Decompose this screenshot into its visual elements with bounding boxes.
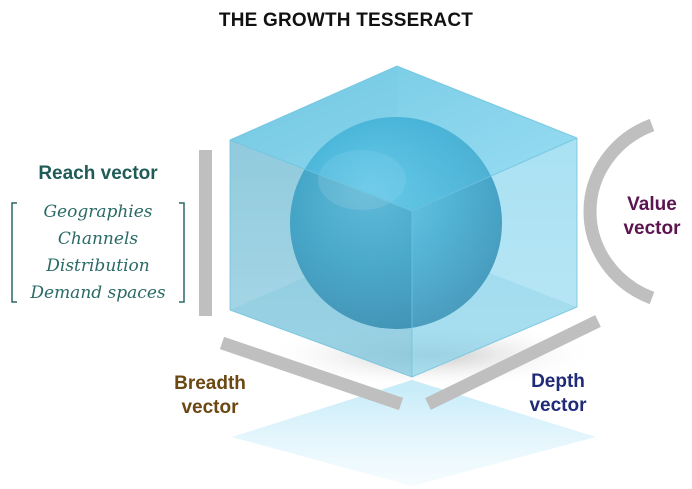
reach-item-distribution: Distribution	[46, 256, 150, 276]
breadth-vector-bar	[219, 336, 404, 411]
value-vector-label-line1: Value	[627, 194, 677, 215]
reach-vector-label-text: Reach vector	[38, 163, 158, 184]
depth-vector-label: Depth vector	[508, 370, 608, 418]
reach-item-channels: Channels	[57, 229, 139, 249]
cube-front-left-face	[230, 140, 412, 377]
cube-front-right-face	[412, 138, 577, 377]
reach-vector-bar	[199, 150, 212, 316]
cube-edges	[229, 65, 578, 378]
floor-reflection	[232, 380, 596, 486]
depth-vector-bar	[425, 315, 601, 410]
breadth-vector-label: Breadth vector	[150, 372, 270, 420]
depth-vector-label-line2: vector	[529, 395, 587, 416]
value-vector-arc	[583, 118, 655, 305]
reach-vector-label: Reach vector	[18, 162, 178, 186]
value-vector-label-line2: vector	[623, 218, 681, 239]
depth-vector-label-line1: Depth	[531, 371, 585, 392]
cube-top-face	[230, 66, 577, 211]
reach-item-demand-spaces: Demand spaces	[30, 283, 166, 303]
reach-items-list: Geographies Channels Distribution Demand…	[14, 199, 182, 307]
reach-list-left-bracket	[11, 202, 17, 303]
value-vector-label: Value vector	[612, 193, 692, 241]
reach-list-right-bracket	[179, 202, 185, 303]
breadth-vector-label-line2: vector	[181, 397, 239, 418]
diagram-title: THE GROWTH TESSERACT	[218, 10, 474, 31]
breadth-vector-label-line1: Breadth	[174, 373, 246, 394]
reach-item-geographies: Geographies	[43, 202, 153, 222]
